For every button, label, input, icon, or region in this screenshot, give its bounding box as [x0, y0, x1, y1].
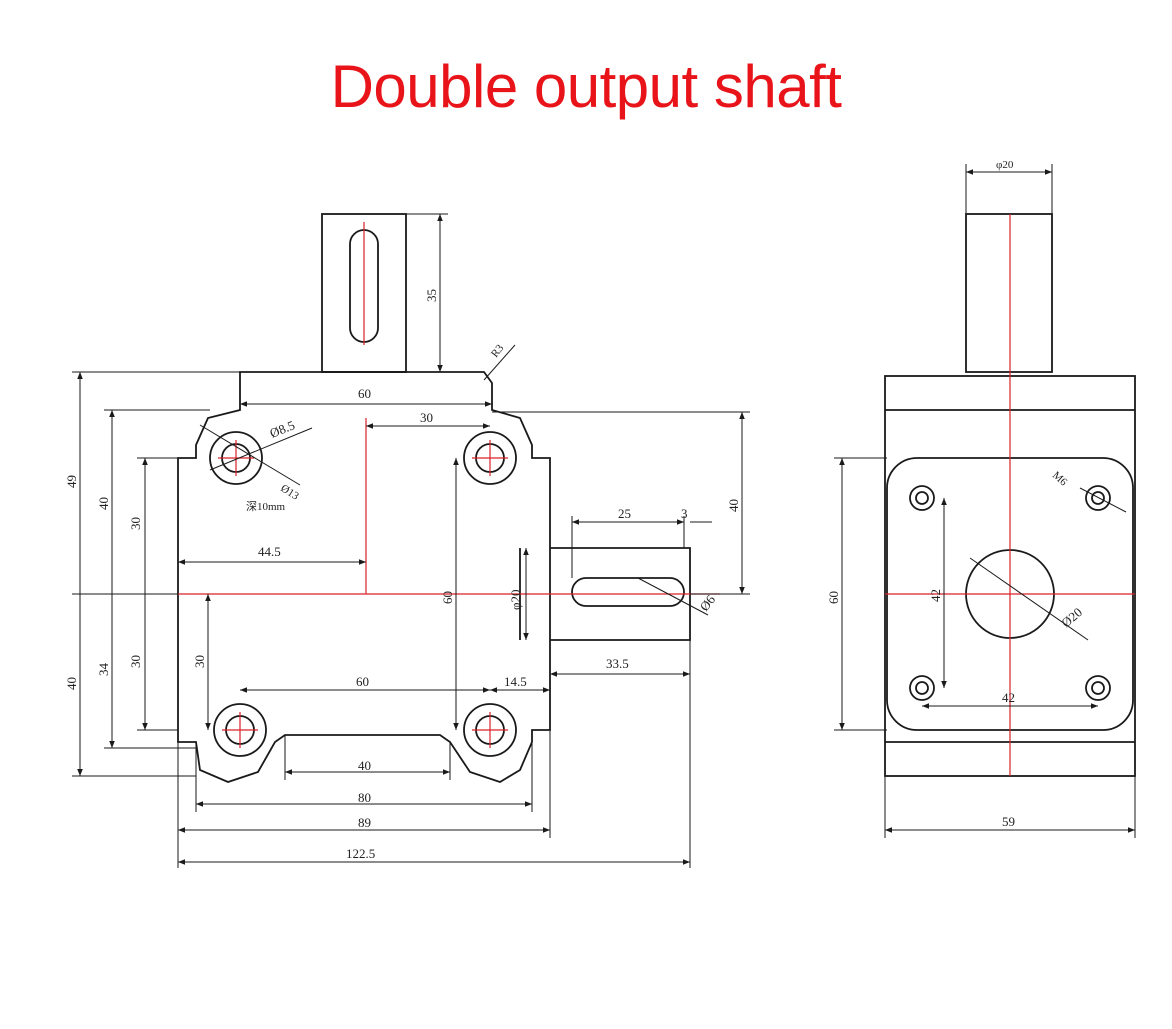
hole-top-left — [209, 431, 263, 485]
dim-30-inner: 30 — [192, 655, 207, 668]
side-dim-m6: M6 — [1050, 469, 1070, 488]
side-hole-br — [1085, 675, 1111, 701]
page-title: Double output shaft — [330, 53, 842, 120]
dim-phi20-side: φ20 — [508, 589, 523, 610]
dim-14-5: 14.5 — [504, 674, 527, 689]
dim-40-left: 40 — [96, 497, 111, 510]
side-hole-tr — [1085, 485, 1111, 511]
dim-40-slot: 40 — [358, 758, 371, 773]
dim-60-top: 60 — [358, 386, 371, 401]
dim-30-bottom: 30 — [128, 655, 143, 668]
side-view-shaft — [965, 213, 1053, 373]
dim-49: 49 — [64, 475, 79, 488]
dim-phi8-5: Ø8.5 — [268, 417, 297, 441]
side-dim-42-horizontal: 42 — [1002, 690, 1015, 705]
dim-122-5: 122.5 — [346, 846, 375, 861]
dim-89: 89 — [358, 815, 371, 830]
side-dim-59: 59 — [1002, 814, 1015, 829]
dim-60-mid: 60 — [356, 674, 369, 689]
housing-outline — [177, 371, 551, 783]
side-view: φ20 M6 60 42 Ø20 42 59 — [826, 159, 1136, 838]
side-dim-phi20: Ø20 — [1058, 604, 1085, 630]
dim-depth: 深10mm — [246, 500, 286, 513]
side-dim-60: 60 — [826, 591, 841, 604]
dim-30-hole: 30 — [420, 410, 433, 425]
hole-top-right — [463, 431, 517, 485]
dim-60-vertical: 60 — [440, 591, 455, 604]
dim-80: 80 — [358, 790, 371, 805]
dim-40-right: 40 — [726, 499, 741, 512]
dim-30-top: 30 — [128, 517, 143, 530]
side-hole-tl — [909, 485, 935, 511]
dim-44-5: 44.5 — [258, 544, 281, 559]
dim-33-5: 33.5 — [606, 656, 629, 671]
dim-phi13: Ø13 — [278, 482, 301, 502]
hole-bottom-right — [463, 703, 517, 757]
dim-40-bottom: 40 — [64, 677, 79, 690]
dim-25: 25 — [618, 506, 631, 521]
hole-bottom-left — [213, 703, 267, 757]
side-hole-bl — [909, 675, 935, 701]
side-dim-phi20-top: φ20 — [996, 159, 1014, 171]
front-view: 49 40 30 40 34 30 30 35 R3 60 30 Ø8.5 Ø1… — [64, 213, 750, 868]
dim-34: 34 — [96, 663, 111, 677]
side-keyway — [571, 577, 685, 607]
dim-3: 3 — [681, 506, 688, 521]
side-dim-42-vertical: 42 — [928, 589, 943, 602]
dim-35: 35 — [424, 289, 439, 302]
